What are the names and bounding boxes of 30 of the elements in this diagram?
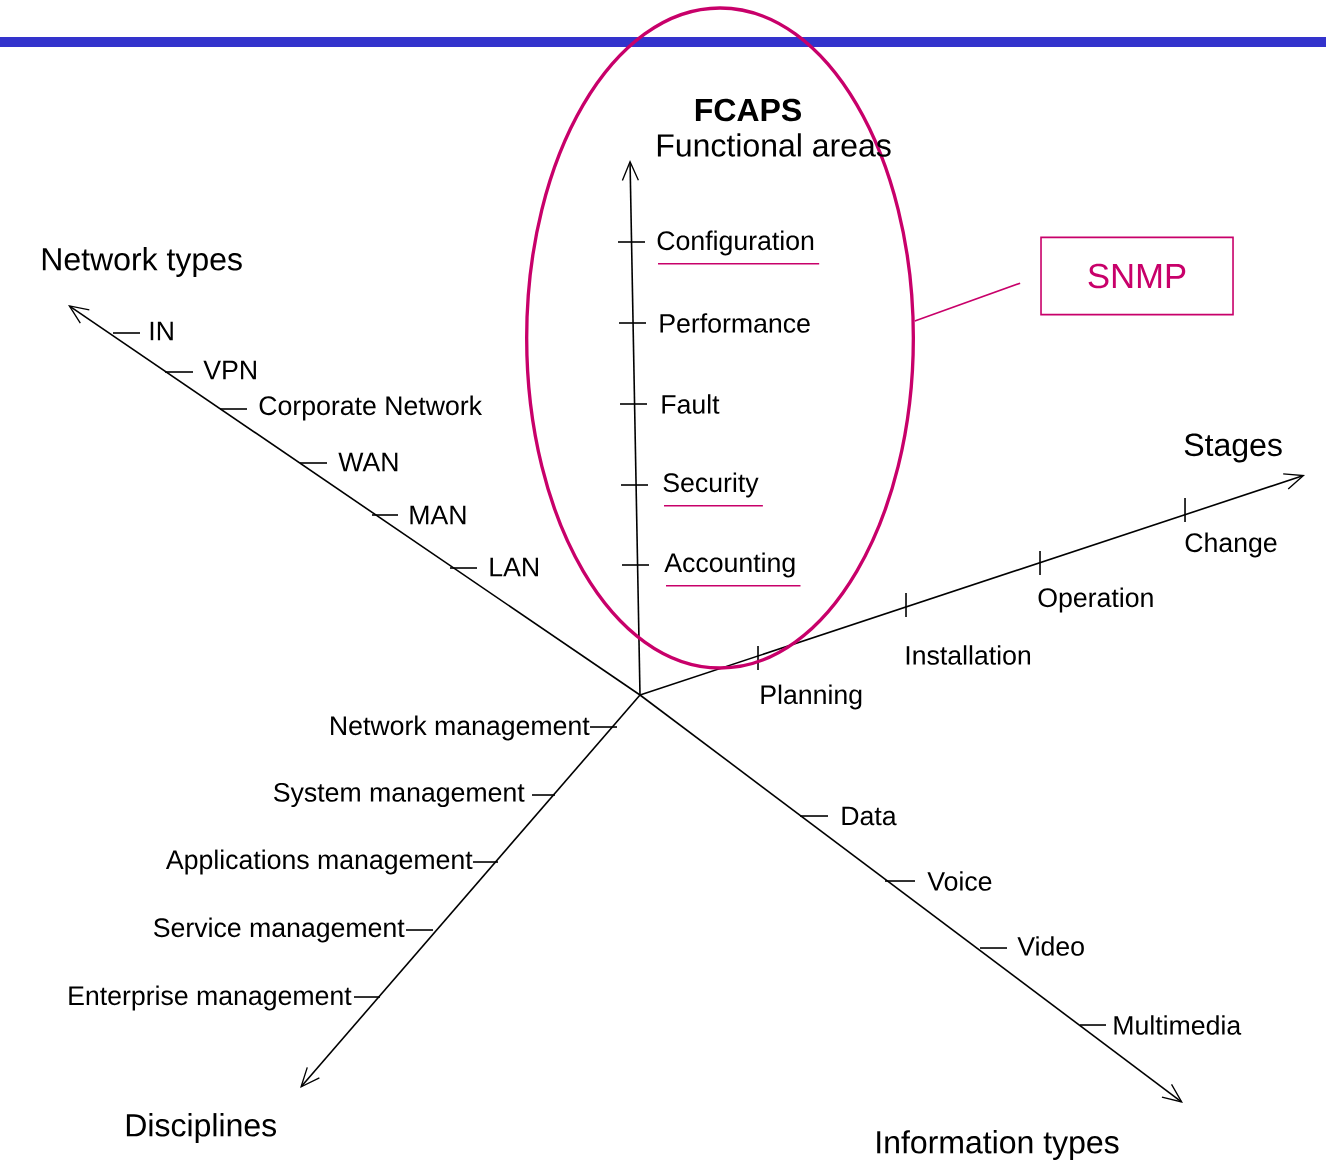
axis-label: Configuration [657, 230, 814, 256]
axis-label: LAN [490, 557, 538, 577]
axis-label: Network management [331, 715, 590, 741]
axis-label: System management [274, 782, 525, 808]
axis-label: Voice [927, 871, 992, 891]
axis-label: Applications management [165, 849, 473, 875]
axis-label: Information types [877, 1130, 1119, 1160]
axis-label: Installation [906, 645, 1030, 665]
axis-label: Performance [660, 313, 810, 333]
axis-label: Accounting [664, 552, 795, 578]
axis-label: Stages [1184, 433, 1282, 463]
axis-label: Video [1017, 936, 1084, 956]
axis-label: MAN [410, 505, 466, 525]
axis-label: Change [1185, 532, 1277, 558]
axis-label: Multimedia [1114, 1015, 1242, 1035]
label-box: SNMP [1040, 236, 1234, 316]
axis-label: Data [842, 806, 897, 826]
axis-label: Corporate Network [259, 395, 483, 421]
leader-line [913, 282, 1021, 322]
axis-label: Security [663, 472, 759, 498]
axis-label: Service management [153, 917, 405, 943]
axis-label: Operation [1038, 587, 1153, 613]
axis-label: Enterprise management [69, 985, 352, 1011]
axis-label: IN [150, 321, 173, 341]
axis-label: WAN [338, 452, 398, 472]
axis-label: VPN [203, 360, 256, 380]
axis-label: Fault [662, 394, 720, 414]
axis-label: Disciplines [126, 1113, 276, 1143]
axis-label: Network types [42, 247, 242, 277]
axis-label: FCAPS [695, 98, 801, 122]
